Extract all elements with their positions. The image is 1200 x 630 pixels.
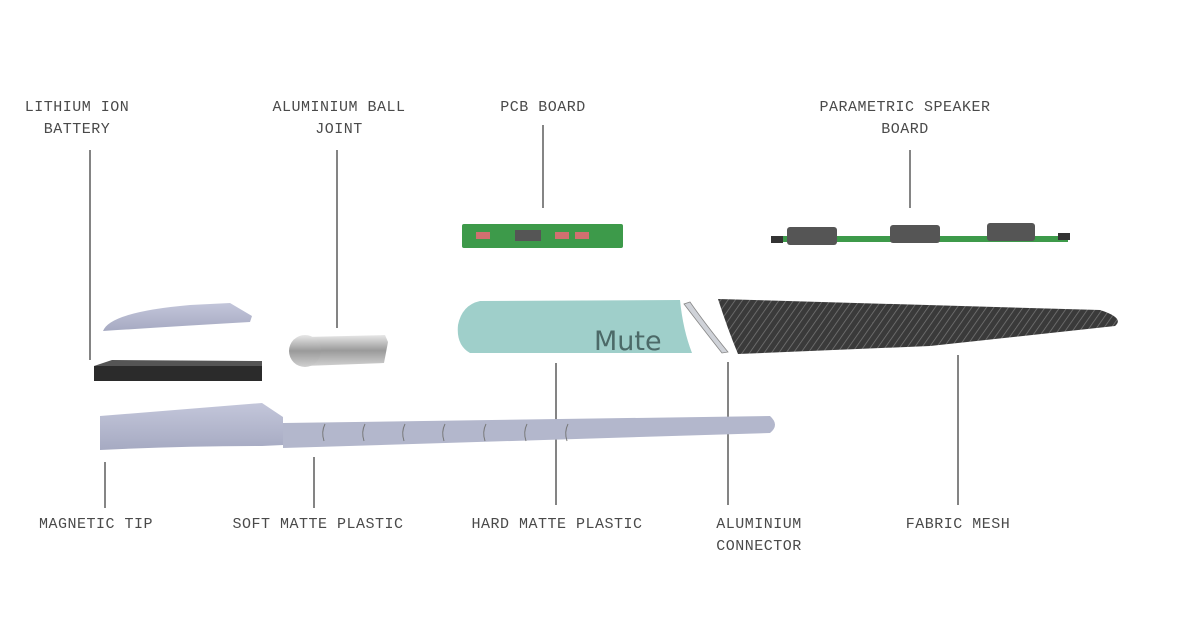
label-speaker: PARAMETRIC SPEAKER BOARD: [819, 97, 990, 141]
label-line: BOARD: [881, 121, 929, 138]
pcb-board-part: [462, 224, 623, 248]
label-connector: ALUMINIUM CONNECTOR: [716, 514, 802, 558]
label-magnetic-tip: MAGNETIC TIP: [39, 514, 153, 536]
battery-part: [94, 360, 262, 381]
label-line: CONNECTOR: [716, 538, 802, 555]
label-line: MAGNETIC TIP: [38, 516, 154, 533]
label-line: LITHIUM ION: [24, 99, 130, 116]
label-hard-plastic: HARD MATTE PLASTIC: [471, 514, 642, 536]
mute-text: Mute: [594, 326, 662, 357]
soft-plastic-tail: [100, 403, 775, 450]
label-pcb: PCB BOARD: [500, 97, 586, 119]
hard-plastic-part: Mute: [457, 300, 692, 357]
aluminium-connector-part: [683, 301, 729, 354]
label-line: PCB BOARD: [500, 99, 586, 116]
label-line: SOFT MATTE PLASTIC: [232, 516, 404, 533]
leader-lines: [89, 125, 959, 508]
label-line: BATTERY: [43, 121, 111, 138]
label-line: FABRIC MESH: [905, 516, 1011, 533]
label-mesh: FABRIC MESH: [906, 514, 1011, 536]
label-line: ALUMINIUM BALL: [272, 99, 406, 116]
ball-joint-part: [289, 335, 388, 367]
top-shell-part: [103, 303, 252, 331]
label-line: HARD MATTE PLASTIC: [471, 516, 643, 533]
label-battery: LITHIUM ION BATTERY: [25, 97, 130, 141]
label-line: JOINT: [315, 121, 363, 138]
label-soft-plastic: SOFT MATTE PLASTIC: [232, 514, 403, 536]
label-line: ALUMINIUM: [716, 516, 802, 533]
label-ball-joint: ALUMINIUM BALL JOINT: [272, 97, 405, 141]
fabric-mesh-part: [718, 299, 1118, 354]
speaker-board-part: [771, 223, 1070, 245]
label-line: PARAMETRIC SPEAKER: [819, 99, 991, 116]
